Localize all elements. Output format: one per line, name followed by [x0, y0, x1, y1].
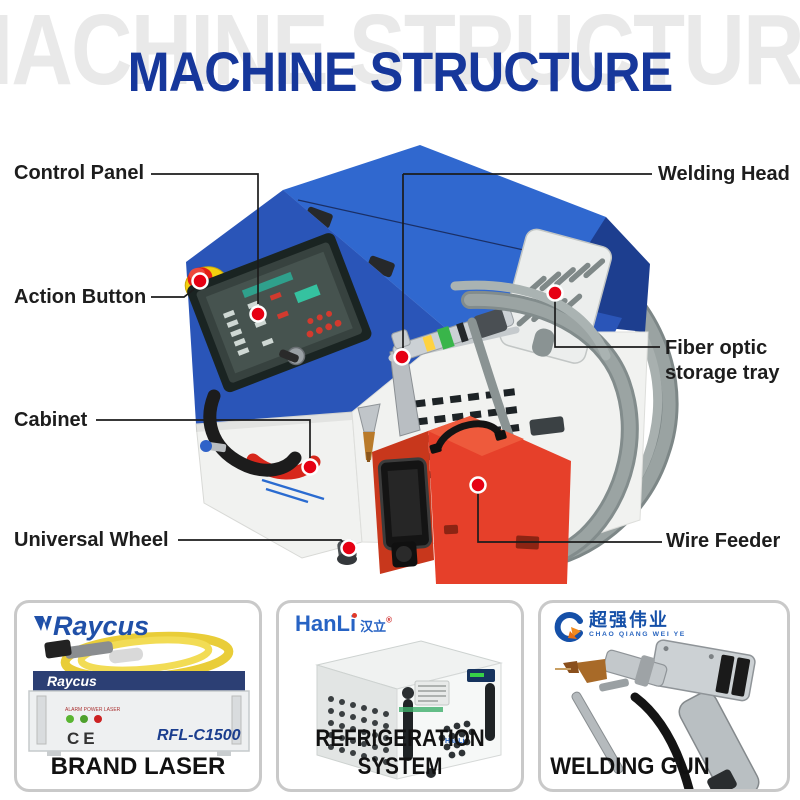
label-fiber-tray: Fiber optic storage tray [665, 336, 780, 386]
hanli-logo-cn: 汉立 [360, 619, 387, 634]
feeder-fan [391, 541, 418, 568]
dot-action-button [191, 272, 209, 290]
raycus-logo: Raycus [33, 611, 149, 642]
chiller-handle-left[interactable] [403, 699, 413, 761]
dot-control-panel [249, 305, 267, 323]
laser-band-logo: Raycus [47, 673, 97, 689]
registered-mark: ® [386, 615, 393, 625]
laser-front-panel [28, 690, 250, 752]
gun-grip [678, 691, 760, 789]
valve [200, 440, 227, 453]
label-universal-wheel: Universal Wheel [14, 529, 169, 551]
welding-gun-image [555, 639, 760, 789]
hanli-logo-dot [352, 613, 357, 618]
chiller-image: HanLi [315, 640, 503, 780]
feeder-window [377, 457, 432, 551]
caption-welding-gun: WELDING GUN [550, 753, 710, 780]
label-fiber-tray-line2: storage tray [665, 362, 780, 384]
raycus-logo-text: Raycus [53, 611, 150, 641]
laser-top-band [33, 671, 245, 691]
locator-dots [191, 272, 564, 557]
cabinet-front [195, 411, 363, 559]
laser-source-image: Raycus ALARM POWER LASER CE RFL-C1500 [28, 631, 250, 756]
gun-cable [630, 692, 694, 789]
decal-swoosh [261, 478, 325, 504]
laser-model: RFL-C1500 [157, 727, 241, 744]
feeder-handle[interactable] [434, 420, 504, 452]
dot-wire-feeder [469, 476, 487, 494]
label-wire-feeder: Wire Feeder [666, 530, 781, 552]
leader-lines [96, 173, 662, 546]
ce-mark: CE [67, 729, 99, 748]
page-title: MACHINE STRUCTURE [127, 40, 674, 103]
gun-nozzle [575, 659, 607, 683]
caption-refrigeration: REFRIGERATION SYSTEM [315, 725, 485, 780]
docked-welding-head [357, 308, 520, 462]
cqwy-logo: 超强伟业 CHAO QIANG WEI YE [553, 610, 686, 645]
chiller-handle-right[interactable] [485, 683, 495, 741]
led-label: ALARM POWER LASER [65, 707, 121, 713]
title-echo-watermark: MACHINE STRUCTURE [0, 0, 800, 106]
cqwy-logo-icon [554, 612, 583, 642]
dot-welding-head [393, 348, 411, 366]
hanli-logo-text: HanLi [295, 611, 357, 636]
dot-fiber-tray [546, 284, 564, 302]
key-switch[interactable] [278, 346, 306, 366]
label-fiber-tray-line1: Fiber optic [665, 337, 768, 359]
label-welding-head: Welding Head [658, 163, 790, 185]
control-screen[interactable] [185, 231, 373, 394]
chiller-front-logo: HanLi [445, 738, 465, 745]
gun-barrel [602, 649, 668, 687]
caption-brand-laser: BRAND LASER [50, 753, 226, 780]
dot-cabinet [301, 458, 319, 476]
round-vent [438, 720, 476, 759]
panel-brand-laser: Raycus ALARM POWER LASER CE RFL-C1500 Ra… [14, 600, 262, 792]
label-cabinet: Cabinet [14, 409, 88, 431]
dot-universal-wheel [340, 539, 358, 557]
label-action-button: Action Button [14, 286, 147, 308]
raycus-logo-icon [33, 609, 53, 640]
panel-welding-gun: 超强伟业 CHAO QIANG WEI YE WELDING GUN [538, 600, 790, 792]
cqwy-logo-cn: 超强伟业 [589, 610, 669, 630]
cqwy-logo-en: CHAO QIANG WEI YE [589, 630, 686, 638]
label-control-panel: Control Panel [14, 162, 145, 184]
wire-feed-arm [571, 691, 624, 774]
hex-vents [328, 696, 389, 765]
gun-body [649, 639, 756, 702]
